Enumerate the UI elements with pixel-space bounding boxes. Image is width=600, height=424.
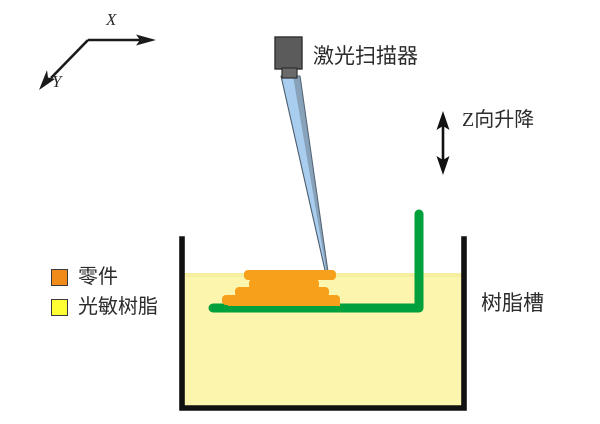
build-platform-group xyxy=(208,209,424,313)
z-axis-arrow-group xyxy=(436,111,450,175)
laser-beam-group xyxy=(280,75,329,273)
legend-label-resin: 光敏树脂 xyxy=(78,296,158,318)
axis-y-arrowhead xyxy=(39,70,55,90)
scanner-nozzle xyxy=(281,67,298,79)
printed-part-group xyxy=(222,270,340,306)
legend-item-part: 零件 xyxy=(51,266,118,288)
scanner-body xyxy=(274,36,303,70)
axis-x-label: X xyxy=(106,10,117,29)
legend-label-part: 零件 xyxy=(78,266,118,288)
laser-beam-core xyxy=(293,76,328,272)
laser-scanner-label: 激光扫描器 xyxy=(313,44,418,68)
vat-wall xyxy=(179,236,467,411)
resin-vat-label: 树脂槽 xyxy=(481,291,544,315)
laser-scanner-group xyxy=(274,36,303,79)
z-arrow-head-down xyxy=(436,156,450,175)
axis-x-arrowhead xyxy=(136,34,156,46)
coordinate-axes-group xyxy=(39,34,156,90)
legend-swatch-part-icon xyxy=(51,269,68,286)
build-platform xyxy=(208,209,424,313)
axis-y-label: Y xyxy=(52,72,62,91)
legend-swatch-resin-icon xyxy=(51,299,68,316)
z-arrow-head-up xyxy=(436,111,450,130)
legend-item-resin: 光敏树脂 xyxy=(51,296,158,318)
laser-beam xyxy=(280,75,329,273)
part-step-notch-bottom xyxy=(228,299,340,306)
z-axis-label: Z向升降 xyxy=(462,109,535,131)
axis-y-line xyxy=(50,39,89,79)
